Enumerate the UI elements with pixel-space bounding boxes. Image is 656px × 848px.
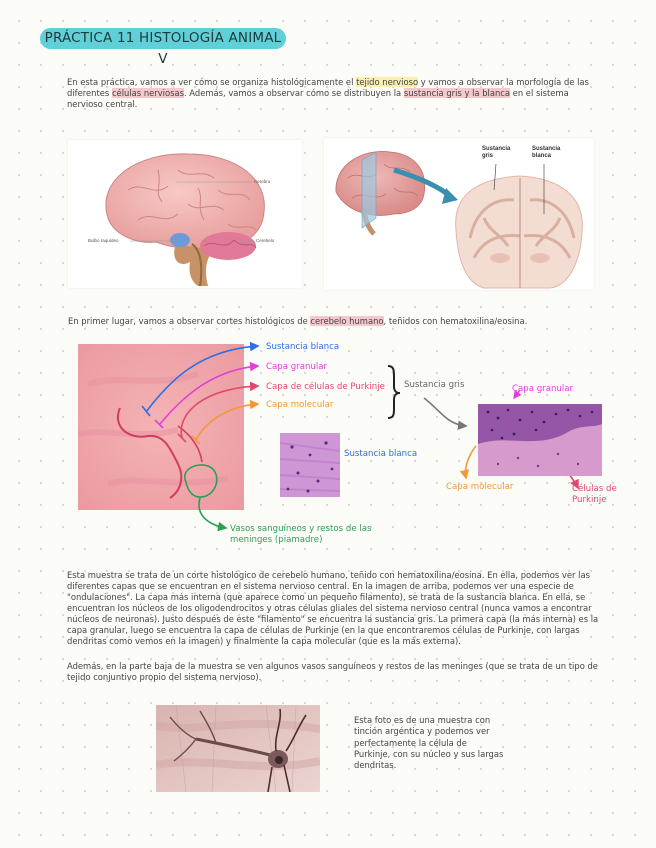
label-capa-molecular-right: Capa molecular	[446, 482, 514, 492]
brain-figure: Cerebro Bulbo raquídeo Cerebelo	[68, 140, 302, 288]
label-capa-purkinje: Capa de células de Purkinje	[266, 382, 385, 392]
highlight-cerebelo-humano: cerebelo humano	[310, 316, 384, 326]
intro-text-2: y vamos a observar la morfología de las …	[67, 77, 589, 98]
brain-illustration	[105, 153, 265, 287]
intro-paragraph: En esta práctica, vamos a ver cómo se or…	[67, 77, 607, 110]
label-sustancia-gris: Sustancia gris	[482, 146, 511, 159]
cerebelo-intro: En primer lugar, vamos a observar cortes…	[68, 316, 608, 327]
sustancia-blanca-histology-image	[279, 433, 341, 497]
label-cerebelo: Cerebelo	[256, 238, 275, 243]
intro-text-4: en el sistema nervioso central.	[67, 88, 569, 109]
label-sustancia-blanca-main: Sustancia blanca	[266, 342, 340, 352]
label-vasos-meninges: Vasos sanguíneos y restos de las meninge…	[230, 524, 372, 545]
page-title: PRÁCTICA 11 HISTOLOGÍA ANIMAL V	[40, 28, 286, 67]
cerebelo-intro-text-1: En primer lugar, vamos a observar cortes…	[68, 316, 311, 326]
purkinje-note: Esta foto es de una muestra con tinción …	[354, 715, 504, 771]
label-capa-granular: Capa granular	[266, 362, 328, 372]
capas-histology-image	[478, 404, 602, 476]
purkinje-photo-illustration	[155, 704, 321, 793]
label-sustancia-gris-brace: Sustancia gris	[404, 380, 465, 390]
label-celulas-purkinje: Células de Purkinje	[572, 484, 617, 505]
cerebelo-intro-text-2: , teñidos con hematoxilina/eosina.	[383, 316, 528, 326]
body-paragraph-2: Además, en la parte baja de la muestra s…	[67, 661, 598, 682]
section-figure: Sustancia gris Sustancia blanca	[324, 138, 594, 290]
label-cerebro: Cerebro	[254, 179, 271, 184]
intro-text-3: . Además, vamos a observar cómo se distr…	[183, 88, 404, 98]
label-sustancia-blanca-small: Sustancia blanca	[344, 449, 418, 459]
label-capa-molecular: Capa molecular	[266, 400, 334, 410]
body-paragraph-1: Esta muestra se trata de un corte histol…	[67, 570, 599, 646]
highlight-sustancia-gris-blanca: sustancia gris y la blanca	[403, 88, 511, 98]
label-sustancia-blanca: Sustancia blanca	[532, 146, 561, 159]
highlight-tejido-nervioso: tejido nervioso	[356, 77, 419, 87]
highlight-celulas-nerviosas: células nerviosas	[111, 88, 184, 98]
intro-text-1: En esta práctica, vamos a ver cómo se or…	[67, 77, 357, 87]
label-bulbo-raquideo: Bulbo raquídeo	[88, 238, 119, 243]
sustancia-blanca-texture	[279, 433, 341, 497]
purkinje-photo	[155, 704, 321, 793]
section-illustration	[335, 150, 583, 289]
label-capa-granular-right: Capa granular	[512, 384, 574, 394]
capas-histology-texture	[478, 404, 602, 476]
